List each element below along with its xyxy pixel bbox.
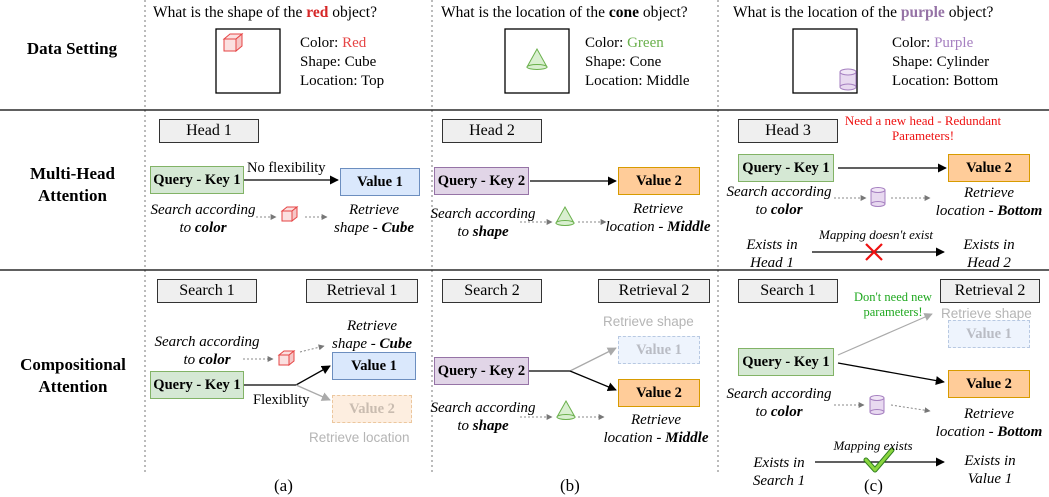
query-key-node: Query - Key 1 — [738, 154, 834, 182]
search-description: Search according to color — [726, 184, 832, 218]
query-key-node: Query - Key 2 — [434, 357, 529, 385]
value-2-node: Value 2 — [948, 370, 1030, 398]
cube-icon — [280, 205, 299, 223]
retrieval-2-label: Retrieval 2 — [598, 279, 710, 303]
search-2-label: Search 2 — [442, 279, 542, 303]
no-new-parameters-note: Don't need new parameters! — [854, 290, 932, 319]
query-key-node: Query - Key 1 — [150, 166, 244, 194]
cone-icon — [526, 47, 548, 70]
retrieval-2-label: Retrieval 2 — [940, 279, 1040, 303]
retrieve-description: Retrieve shape - Cube — [331, 318, 412, 352]
retrieve-description: Retrieve location - Bottom — [935, 406, 1043, 440]
question-1: What is the shape of the red object? — [153, 4, 377, 21]
value-node: Value 2 — [948, 154, 1030, 182]
exists-in-head-1: Exists in Head 1 — [746, 237, 798, 271]
retrieve-description: Retrieve shape - Cube — [333, 202, 414, 236]
retrieve-description: Retrieve location - Middle — [605, 201, 711, 235]
search-1-label: Search 1 — [738, 279, 838, 303]
query-key-node: Query - Key 2 — [434, 167, 529, 195]
query-key-node: Query - Key 1 — [150, 371, 244, 399]
row-label-multi-head-attention: Multi-Head Attention — [30, 164, 115, 205]
object-attributes-3: Color: Purple Shape: Cylinder Location: … — [892, 35, 999, 89]
head-1-label: Head 1 — [159, 119, 259, 143]
search-description: Search according to color — [150, 202, 256, 236]
checkmark-icon — [863, 447, 895, 473]
search-description: Search according to color — [726, 386, 832, 420]
caption-a: (a) — [274, 476, 293, 495]
cone-icon — [555, 205, 575, 226]
value-2-node-faded: Value 2 — [332, 395, 412, 423]
exists-in-value-1: Exists in Value 1 — [964, 453, 1016, 487]
head-3-label: Head 3 — [738, 119, 838, 143]
row-label-data-setting: Data Setting — [26, 39, 118, 58]
object-attributes-2: Color: Green Shape: Cone Location: Middl… — [585, 35, 690, 89]
faded-retrieve-location: Retrieve location — [309, 430, 410, 445]
edge-label-no-flexibility: No flexibility — [247, 160, 326, 176]
cylinder-icon — [870, 187, 886, 207]
cube-icon — [277, 349, 296, 367]
retrieve-description: Retrieve location - Bottom — [935, 185, 1043, 219]
exists-in-search-1: Exists in Search 1 — [752, 455, 806, 489]
search-1-label: Search 1 — [157, 279, 257, 303]
cylinder-icon — [869, 395, 885, 415]
caption-b: (b) — [560, 476, 580, 495]
cube-icon — [222, 32, 244, 53]
mapping-label: Mapping doesn't exist — [819, 227, 933, 242]
head-2-label: Head 2 — [442, 119, 542, 143]
value-1-node: Value 1 — [332, 352, 416, 380]
object-attributes-1: Color: Red Shape: Cube Location: Top — [300, 35, 385, 89]
cross-icon — [865, 243, 883, 261]
retrieve-description: Retrieve location - Middle — [603, 412, 709, 446]
search-description: Search according to color — [154, 334, 260, 368]
value-node: Value 1 — [340, 168, 420, 196]
value-2-node: Value 2 — [618, 379, 700, 407]
search-description: Search according to shape — [430, 400, 536, 434]
value-node: Value 2 — [618, 167, 700, 195]
query-key-node: Query - Key 1 — [738, 348, 834, 376]
mapping-label: Mapping exists — [833, 438, 913, 453]
exists-in-head-2: Exists in Head 2 — [963, 237, 1015, 271]
value-1-node-faded: Value 1 — [618, 336, 700, 364]
value-1-node-faded: Value 1 — [948, 320, 1030, 348]
search-description: Search according to shape — [430, 206, 536, 240]
edge-label-flexibility: Flexiblity — [253, 392, 310, 408]
faded-retrieve-shape: Retrieve shape — [941, 306, 1032, 321]
caption-c: (c) — [864, 476, 883, 495]
faded-retrieve-shape: Retrieve shape — [603, 314, 694, 329]
retrieval-1-label: Retrieval 1 — [306, 279, 418, 303]
question-3: What is the location of the purple objec… — [733, 4, 994, 21]
cylinder-icon — [839, 68, 857, 91]
cone-icon — [556, 399, 576, 420]
redundant-parameters-note: Need a new head - Redundant Parameters! — [844, 113, 1002, 143]
row-label-compositional-attention: Compositional Attention — [20, 355, 126, 396]
question-2: What is the location of the cone object? — [441, 4, 688, 21]
